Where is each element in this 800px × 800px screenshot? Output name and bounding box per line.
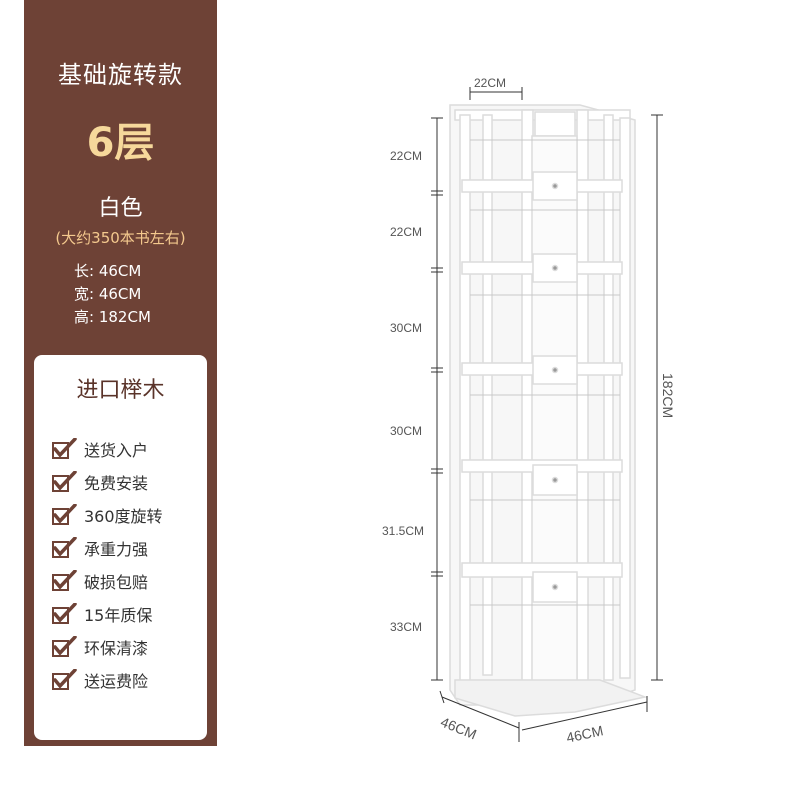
checkbox-checked-icon: [52, 570, 77, 591]
feature-item: 承重力强: [52, 536, 148, 560]
dimension-width: 宽: 46CM: [74, 283, 141, 304]
dimension-label: 长:: [74, 262, 95, 280]
feature-item: 360度旋转: [52, 503, 163, 527]
shelf-height-label: 31.5CM: [382, 524, 425, 538]
capacity-note: (大约350本书左右): [55, 229, 186, 247]
feature-label: 送运费险: [84, 672, 149, 691]
layer-count: 6层: [86, 120, 155, 166]
feature-label: 承重力强: [84, 540, 149, 559]
feature-label: 免费安装: [84, 474, 149, 493]
checkbox-checked-icon: [52, 471, 77, 492]
dimension-label: 宽:: [74, 285, 95, 303]
shelf-height-label: 22CM: [390, 225, 423, 239]
shelf-height-label: 33CM: [390, 620, 423, 634]
color-label: 白色: [98, 196, 143, 221]
material-label: 进口榉木: [76, 378, 165, 403]
feature-item: 破损包赔: [52, 569, 148, 593]
shelf-height-label: 30CM: [390, 321, 423, 335]
dimension-label: 高:: [74, 308, 95, 326]
dimension-value: 46CM: [98, 262, 142, 280]
bookshelf-frame: [449, 104, 648, 717]
checkbox-checked-icon: [52, 537, 77, 558]
top-width-label: 22CM: [474, 76, 507, 90]
feature-item: 免费安装: [52, 470, 148, 494]
shelf-height-label: 22CM: [390, 149, 423, 163]
checkbox-checked-icon: [52, 636, 77, 657]
checkbox-checked-icon: [52, 669, 77, 690]
dimension-value: 46CM: [98, 285, 142, 303]
feature-item: 送货入户: [52, 437, 148, 461]
total-height-label: 182CM: [660, 373, 676, 419]
feature-item: 送运费险: [52, 668, 148, 692]
feature-label: 360度旋转: [84, 507, 163, 526]
feature-label: 破损包赔: [84, 573, 149, 592]
product-title: 基础旋转款: [58, 61, 183, 89]
feature-item: 15年质保: [52, 602, 152, 626]
checkbox-checked-icon: [52, 603, 77, 624]
feature-card: 进口榉木 送货入户免费安装 360度旋转承重力强破损包赔 15年质保环保清漆送运费险: [34, 355, 207, 740]
feature-item: 环保清漆: [52, 635, 148, 659]
dimension-value: 182CM: [98, 308, 151, 326]
checkbox-checked-icon: [52, 504, 77, 525]
feature-label: 15年质保: [84, 606, 153, 625]
feature-label: 环保清漆: [84, 639, 149, 658]
feature-label: 送货入户: [84, 441, 149, 460]
dimension-length: 长: 46CM: [74, 260, 141, 281]
shelf-height-label: 30CM: [390, 424, 423, 438]
dimension-height: 高: 182CM: [74, 306, 151, 327]
checkbox-checked-icon: [52, 438, 77, 459]
